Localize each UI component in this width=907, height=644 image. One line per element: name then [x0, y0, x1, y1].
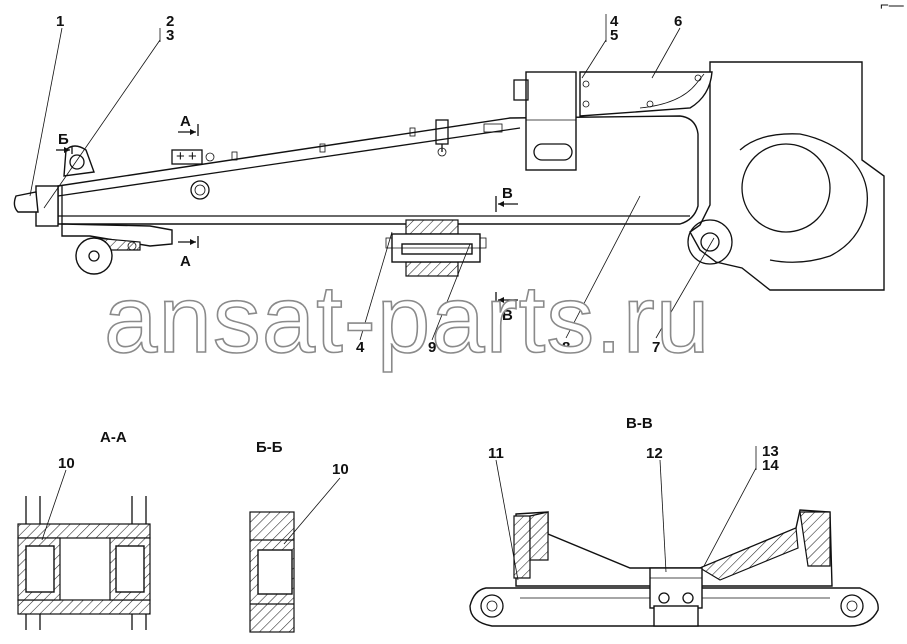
callout-3: 3	[166, 27, 174, 44]
callout-10-aa: 10	[58, 455, 75, 472]
bracket-slot	[533, 143, 573, 161]
corner-mark: ⌐—	[880, 0, 904, 14]
section-aa-view: А-А 10	[17, 429, 151, 630]
main-bore	[741, 143, 831, 233]
callout-11: 11	[488, 445, 504, 462]
callout-13: 13	[762, 443, 779, 460]
center-block	[649, 567, 703, 609]
callout-7: 7	[652, 339, 660, 356]
callout-4: 4	[610, 13, 619, 30]
bottom-hub	[385, 219, 487, 277]
callout-10-bb: 10	[332, 461, 349, 478]
beam-hole	[190, 180, 210, 200]
callout-9: 9	[428, 339, 436, 356]
bore-boss	[739, 133, 869, 263]
lower-boss-pin	[700, 232, 720, 252]
roller	[75, 237, 113, 275]
lower-support	[61, 223, 173, 247]
section-vv-title: В-В	[626, 415, 653, 432]
callout-5: 5	[610, 27, 618, 44]
callout-6: 6	[674, 13, 682, 30]
leader-lines	[29, 14, 715, 341]
rear-housing	[689, 61, 885, 291]
svg-text:+: +	[188, 148, 197, 165]
section-bb-title: Б-Б	[256, 439, 283, 456]
section-vv-view: В-В 11 12 13 14	[469, 415, 879, 627]
callout-8: 8	[562, 339, 570, 356]
main-frame-view: + +	[13, 61, 885, 291]
tow-hook-1	[13, 191, 39, 213]
callout-12: 12	[646, 445, 663, 462]
callout-14: 14	[762, 457, 779, 474]
upper-platform	[579, 71, 713, 117]
section-markers: A A Б В В	[56, 113, 518, 324]
lower-boss	[687, 219, 733, 265]
section-a-top-mark: A	[180, 113, 191, 130]
callout-4-bottom: 4	[356, 339, 365, 356]
section-aa-title: А-А	[100, 429, 127, 446]
section-v-low-mark: В	[502, 307, 513, 324]
section-a-bottom-mark: A	[180, 253, 191, 270]
section-bb-view: Б-Б 10	[249, 439, 349, 633]
callout-2: 2	[166, 13, 174, 30]
section-v-mid-mark: В	[502, 185, 513, 202]
callout-1: 1	[56, 13, 64, 30]
watermark: ansat-parts.ru	[104, 266, 710, 373]
svg-text:+: +	[176, 148, 185, 165]
main-beam	[57, 115, 699, 225]
section-b-mark: Б	[58, 131, 69, 148]
vertical-bracket	[525, 71, 577, 171]
